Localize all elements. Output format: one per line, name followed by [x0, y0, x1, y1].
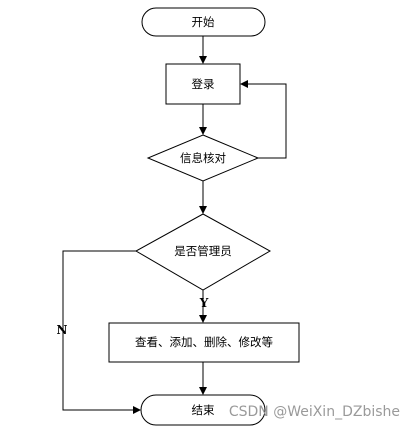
is-admin-decision	[134, 213, 272, 291]
actions-process	[108, 322, 300, 363]
end-label: 结束	[192, 403, 215, 417]
edge-is-admin-no-to-end	[62, 250, 141, 414]
is-admin-label: 是否管理员	[174, 244, 232, 258]
start-label: 开始	[192, 15, 215, 29]
login-process	[165, 63, 241, 105]
actions-label: 查看、添加、删除、修改等	[135, 335, 273, 349]
verify-label: 信息核对	[180, 151, 226, 165]
yes-edge-label: Y	[199, 296, 209, 310]
end-terminator	[140, 394, 266, 426]
login-label: 登录	[192, 77, 215, 91]
verify-decision	[146, 134, 260, 182]
watermark-text: CSDN @WeiXin_DZbishe	[229, 404, 400, 420]
no-edge-label: N	[57, 323, 68, 337]
edge-verify-back-to-login	[240, 80, 287, 159]
start-terminator	[141, 7, 266, 37]
